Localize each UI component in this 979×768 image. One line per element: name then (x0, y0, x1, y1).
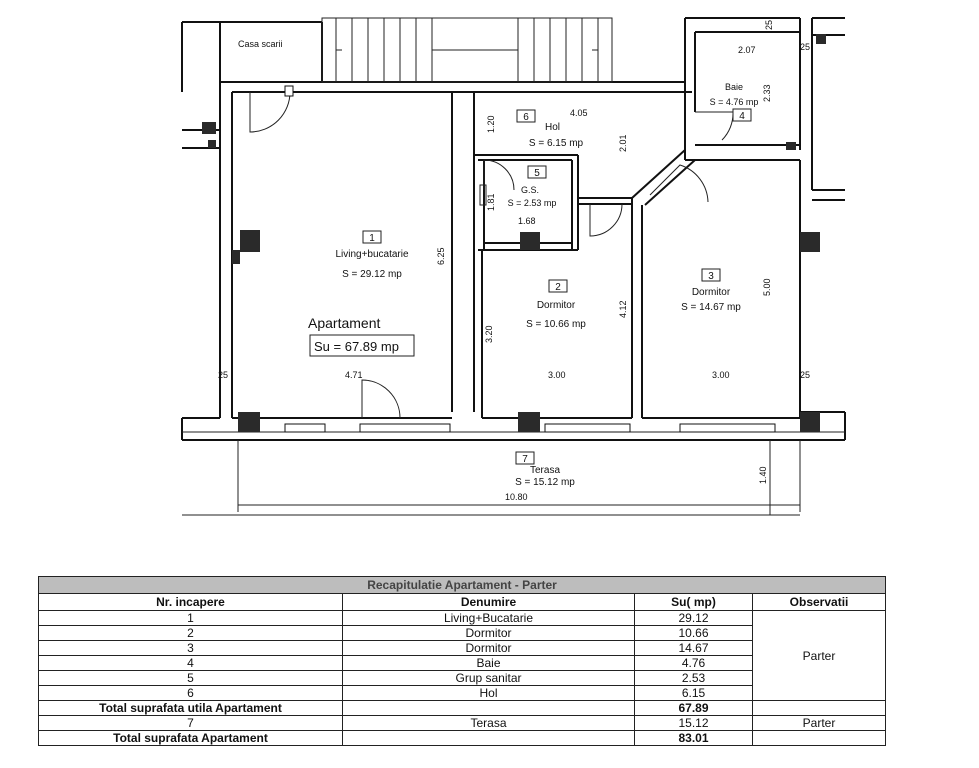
total-row: Total suprafata Apartament 83.01 (38, 730, 887, 746)
dim-wall-top: 25 (764, 20, 774, 30)
row-name: Dormitor (342, 640, 635, 656)
dim-room3-height: 5.00 (762, 278, 772, 296)
room-7-name: Terasa (530, 465, 560, 476)
row-nr: 6 (38, 685, 343, 701)
room-1-number: 1 (369, 233, 375, 244)
room-6-area: S = 6.15 mp (529, 138, 584, 149)
room-5-number: 5 (534, 168, 540, 179)
row-name: Grup sanitar (342, 670, 635, 686)
table-row: 1 Living+Bucatarie 29.12 Parter (38, 610, 887, 701)
header-su: Su( mp) (634, 593, 753, 611)
dim-room3-width: 3.00 (712, 370, 730, 380)
table-row: 5 Grup sanitar 2.53 (38, 670, 886, 686)
room-2-area: S = 10.66 mp (526, 319, 586, 330)
dim-hall-depth: 1.20 (486, 115, 496, 133)
total-label: Total suprafata Apartament (38, 730, 343, 746)
room-5-name: G.S. (521, 185, 539, 195)
table-row: 7 Terasa 15.12 Parter (38, 715, 887, 731)
dim-gs-width: 1.68 (518, 216, 536, 226)
dim-living-height: 6.25 (436, 247, 446, 265)
header-name: Denumire (342, 593, 635, 611)
header-obs: Observatii (751, 593, 887, 611)
room-2-number: 2 (555, 282, 561, 293)
dim-wall-top-right: 25 (800, 42, 810, 52)
dim-bath-width: 2.07 (738, 45, 756, 55)
terrace (182, 440, 801, 516)
room-3-name: Dormitor (692, 287, 731, 298)
recap-table: Recapitulatie Apartament - Parter Nr. in… (37, 576, 887, 746)
room-5-area: S = 2.53 mp (508, 198, 557, 208)
row-nr: 1 (38, 610, 343, 626)
stair-label: Casa scarii (238, 39, 283, 49)
row-nr: 4 (38, 655, 343, 671)
table-row: 6 Hol 6.15 (38, 685, 886, 701)
row-nr: 2 (38, 625, 343, 641)
room-7-area: S = 15.12 mp (515, 477, 575, 488)
dim-room2-lower: 3.20 (484, 325, 494, 343)
row-name: Baie (342, 655, 635, 671)
room-3-number: 3 (708, 271, 714, 282)
row-su: 4.76 (634, 655, 753, 671)
total-util-value: 67.89 (634, 700, 753, 716)
dim-living-width: 4.71 (345, 370, 363, 380)
dim-hall-width: 4.05 (570, 108, 588, 118)
room-4-number: 4 (739, 111, 745, 122)
dim-gs-height: 1.81 (486, 193, 496, 211)
table-caption: Recapitulatie Apartament - Parter (37, 576, 887, 594)
room-1-name: Living+bucatarie (335, 249, 409, 260)
row-nr: 5 (38, 670, 343, 686)
floor-plan: Casa scarii 1 Living+bucatarie S = 29.12… (181, 17, 846, 516)
row-su: 15.12 (634, 715, 753, 731)
row-su: 29.12 (634, 610, 753, 626)
dim-wall-left: 25 (218, 370, 228, 380)
row-su: 14.67 (634, 640, 753, 656)
stair-core (220, 17, 692, 93)
table-row: 3 Dormitor 14.67 (38, 640, 886, 656)
dim-wall-right: 25 (800, 370, 810, 380)
dim-terrace-depth: 1.40 (758, 466, 768, 484)
room-4-area: S = 4.76 mp (710, 97, 759, 107)
dim-room2-width: 3.00 (548, 370, 566, 380)
row-name: Hol (342, 685, 635, 701)
room-6-name: Hol (545, 122, 560, 133)
row-nr: 7 (38, 715, 343, 731)
room-3-area: S = 14.67 mp (681, 302, 741, 313)
total-util-row: Total suprafata utila Apartament 67.89 (38, 700, 887, 716)
apartment-label: Apartament (308, 315, 380, 331)
row-name: Terasa (342, 715, 635, 731)
su-total: Su = 67.89 mp (314, 339, 399, 354)
row-su: 2.53 (634, 670, 753, 686)
row-name: Dormitor (342, 625, 635, 641)
row-su: 10.66 (634, 625, 753, 641)
room-6-number: 6 (523, 112, 529, 123)
row-su: 6.15 (634, 685, 753, 701)
total-util-label: Total suprafata utila Apartament (38, 700, 343, 716)
room-4-name: Baie (725, 82, 743, 92)
room-1-area: S = 29.12 mp (342, 269, 402, 280)
header-nr: Nr. incapere (38, 593, 343, 611)
row-name: Living+Bucatarie (342, 610, 635, 626)
row-nr: 3 (38, 640, 343, 656)
total-value: 83.01 (634, 730, 753, 746)
dim-bath-height: 2.33 (762, 84, 772, 102)
dim-room2-height: 4.12 (618, 300, 628, 318)
obs-parter: Parter (751, 610, 887, 701)
row-obs: Parter (751, 715, 887, 731)
room-7-number: 7 (522, 454, 528, 465)
dim-total-width: 10.80 (505, 492, 528, 502)
dim-hall-height: 2.01 (618, 134, 628, 152)
room-2-name: Dormitor (537, 300, 576, 311)
